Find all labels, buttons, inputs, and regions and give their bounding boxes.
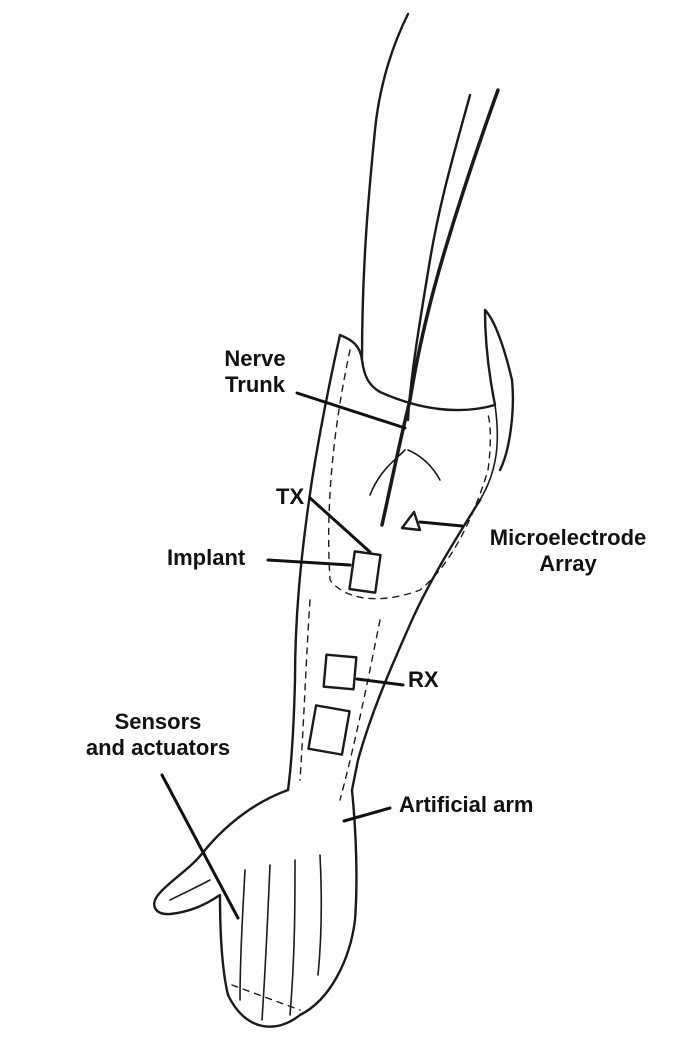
nerve-branch-right (408, 450, 440, 480)
nerve-trunk-label-line2: Trunk (210, 372, 300, 398)
upper-arm-left-outline (362, 14, 408, 360)
microelectrode-array-label-line1: Microelectrode (463, 525, 673, 551)
implant-label: Implant (167, 545, 245, 571)
leader-sensors (162, 775, 238, 918)
leader-microelectrode (420, 522, 462, 526)
upper-arm-right-outline (408, 95, 470, 420)
nerve-trunk-label-line1: Nerve (210, 346, 300, 372)
nerve-trunk-line (382, 90, 498, 525)
nerve-trunk-label: Nerve Trunk (210, 346, 300, 398)
artificial-arm-label: Artificial arm (399, 792, 534, 818)
rx-box-lower (308, 705, 349, 754)
finger-line-3 (290, 860, 295, 1015)
socket-outline (340, 310, 513, 470)
hand-outline (154, 790, 356, 1027)
forearm-dots (300, 600, 310, 780)
fingertip-dots (232, 985, 300, 1010)
sensors-actuators-label-line2: and actuators (78, 735, 238, 761)
finger-line-4 (318, 855, 321, 975)
nerve-branch-left (370, 450, 405, 495)
leader-implant (268, 560, 350, 565)
forearm-right-outline (352, 500, 480, 790)
leader-tx (310, 498, 370, 552)
microelectrode-array-label: Microelectrode Array (463, 525, 673, 577)
rx-label: RX (408, 667, 439, 693)
finger-line-1 (240, 870, 245, 1000)
leader-nerve-trunk (297, 393, 405, 428)
leader-artificial-arm (344, 808, 390, 821)
sensors-actuators-label-line1: Sensors (78, 709, 238, 735)
thumb-detail (170, 880, 210, 900)
microelectrode-array-label-line2: Array (463, 551, 673, 577)
implant-box (349, 551, 380, 592)
microelectrode-array-shape (402, 512, 420, 530)
rx-box-upper (324, 655, 357, 689)
tx-label: TX (276, 484, 304, 510)
finger-line-2 (262, 865, 270, 1020)
leader-rx (357, 679, 403, 685)
sensors-actuators-label: Sensors and actuators (78, 709, 238, 761)
